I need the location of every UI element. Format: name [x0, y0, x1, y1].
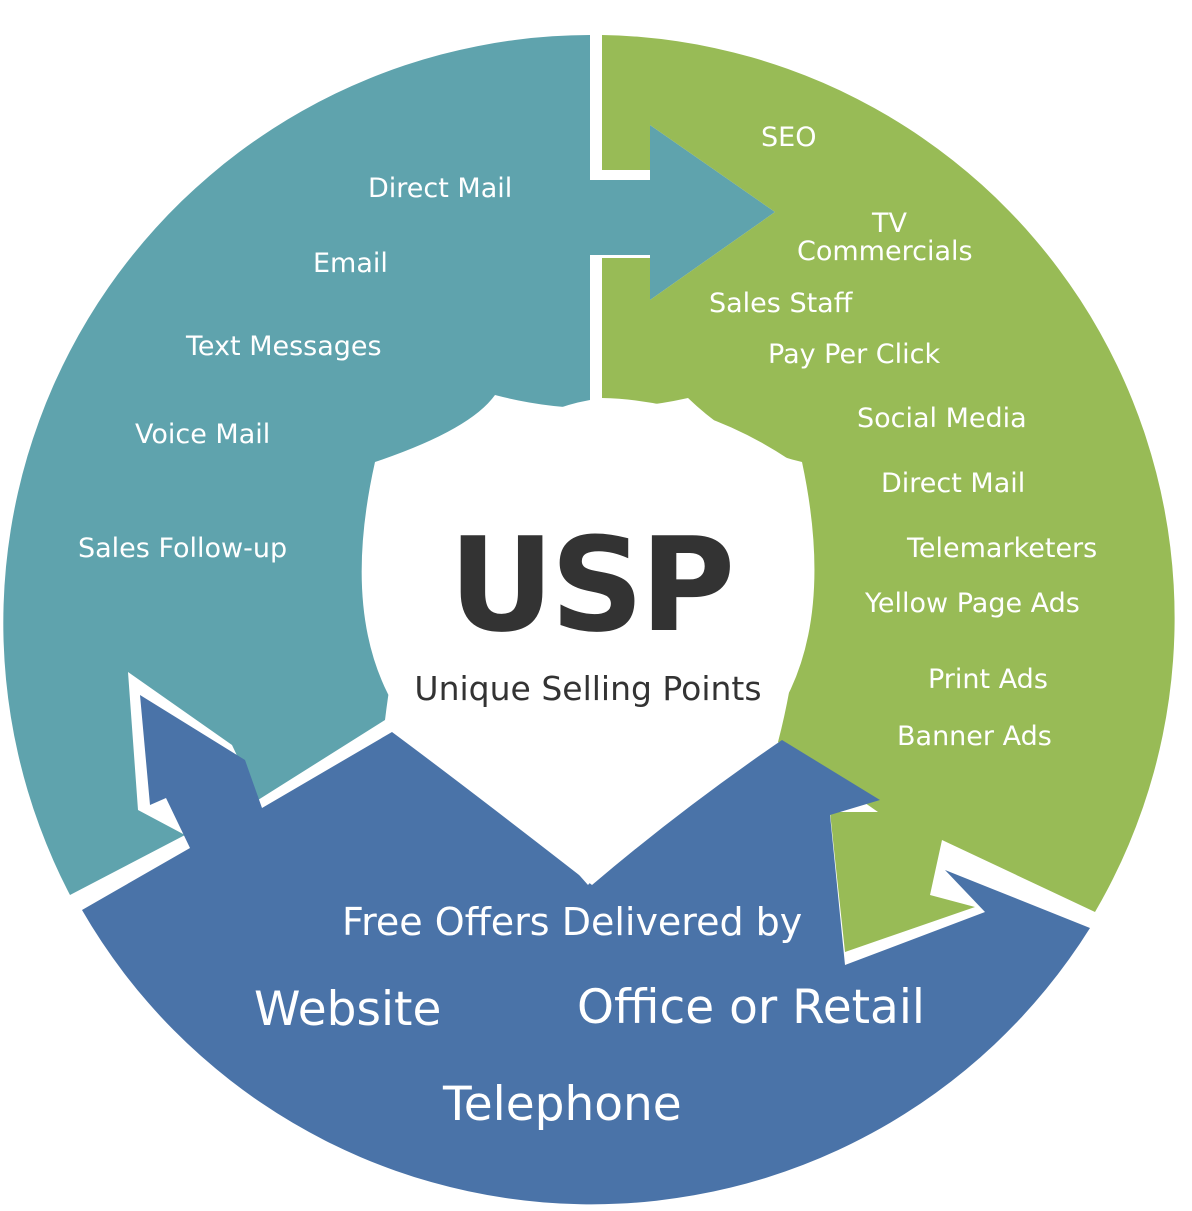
green-item-seo: SEO	[761, 122, 816, 153]
green-item-telemarketers: Telemarketers	[906, 533, 1097, 564]
usp-title: USP	[449, 509, 731, 661]
teal-item-voice-mail: Voice Mail	[135, 419, 270, 450]
green-item-yellow-page-ads: Yellow Page Ads	[864, 588, 1080, 619]
blue-channel-website: Website	[254, 982, 441, 1037]
teal-item-text-messages: Text Messages	[185, 331, 382, 362]
green-item-print-ads: Print Ads	[928, 664, 1048, 695]
green-sector	[602, 35, 1175, 952]
teal-item-sales-follow-up: Sales Follow-up	[78, 533, 287, 564]
usp-subtitle: Unique Selling Points	[414, 669, 761, 708]
green-item-pay-per-click: Pay Per Click	[768, 339, 940, 370]
green-item-direct-mail: Direct Mail	[881, 468, 1025, 499]
blue-channel-office-or-retail: Office or Retail	[577, 980, 925, 1035]
green-item-commercials: Commercials	[797, 236, 973, 267]
green-item-tv: TV	[871, 208, 907, 239]
usp-center-shield	[361, 395, 815, 885]
blue-sector	[82, 695, 1090, 1205]
green-item-social-media: Social Media	[857, 403, 1027, 434]
green-item-banner-ads: Banner Ads	[897, 721, 1052, 752]
teal-item-email: Email	[313, 248, 388, 279]
teal-item-direct-mail: Direct Mail	[368, 173, 512, 204]
blue-heading: Free Offers Delivered by	[342, 900, 802, 944]
blue-channel-telephone: Telephone	[442, 1077, 682, 1132]
green-item-sales-staff: Sales Staff	[709, 288, 854, 319]
